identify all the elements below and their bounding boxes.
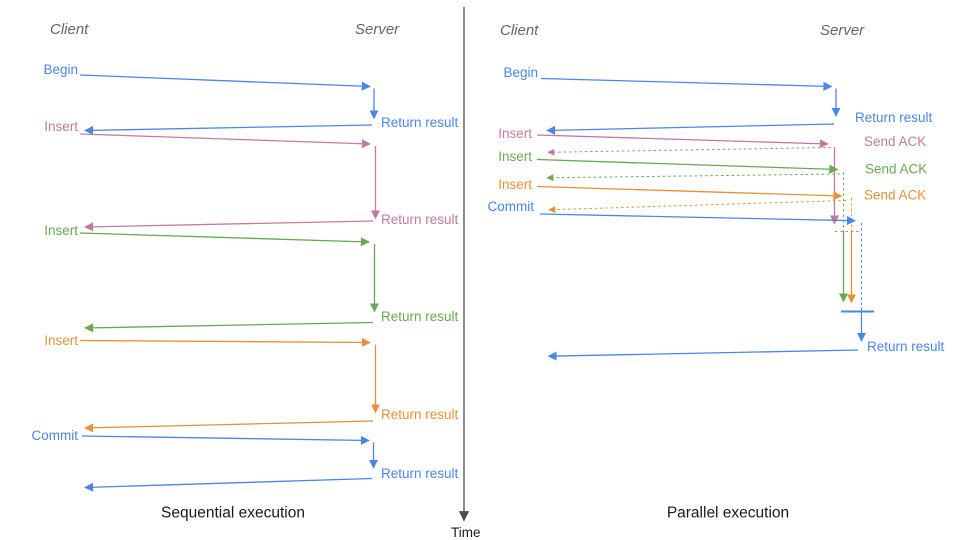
op-insert1-ack-return-arrow (547, 147, 832, 156)
op-insert3-request-arrow (79, 337, 371, 347)
op-insert3-return-arrow (84, 420, 374, 433)
sequential-panel: Client Server Begin Return result Insert… (32, 21, 459, 522)
time-axis: Time (451, 7, 481, 540)
parallel-panel: Client Server Begin Return result Insert… (488, 22, 945, 522)
op-insert3-ack-return-arrow (548, 200, 847, 214)
op-insert1-response-label: Return result (381, 212, 459, 227)
op-insert3-request-arrow (536, 185, 843, 201)
op-begin-request-arrow (79, 74, 371, 91)
op-commit-label: Commit (32, 428, 79, 443)
op-insert3-label: Insert (498, 177, 532, 192)
op-commit-label: Commit (488, 199, 535, 214)
client-column-header: Client (500, 22, 539, 39)
op-commit-request-arrow (81, 435, 370, 445)
op-commit-return-arrow (84, 477, 373, 492)
op-insert1-label: Insert (44, 119, 78, 134)
op-commit-response-label: Return result (381, 466, 459, 481)
op-insert3-ack-label: Send ACK (864, 188, 926, 203)
server-column-header: Server (355, 21, 400, 38)
op-commit-request-arrow (539, 213, 856, 226)
op-insert2-return-arrow (84, 321, 374, 333)
op-begin-response-label: Return result (855, 110, 933, 125)
parallel-title: Parallel execution (667, 505, 789, 522)
op-insert2-request-arrow (536, 158, 839, 174)
final-response-label: Return result (867, 339, 945, 354)
sequential-title: Sequential execution (161, 505, 305, 522)
op-insert1-request-arrow (79, 133, 371, 149)
client-column-header: Client (50, 21, 89, 38)
op-insert2-ack-label: Send ACK (865, 162, 927, 177)
op-insert2-label: Insert (44, 223, 78, 238)
op-insert1-ack-label: Send ACK (864, 134, 926, 149)
op-insert2-ack-return-arrow (546, 173, 841, 182)
op-begin-return-arrow (546, 123, 835, 135)
op-insert2-request-arrow (79, 232, 370, 247)
op-insert1-request-arrow (536, 134, 829, 149)
op-insert2-response-label: Return result (381, 309, 459, 324)
op-insert3-response-label: Return result (381, 407, 459, 422)
server-column-header: Server (820, 22, 865, 39)
op-begin-label: Begin (503, 65, 538, 80)
op-begin-return-arrow (84, 124, 373, 135)
op-insert1-label: Insert (498, 126, 532, 141)
op-insert2-label: Insert (498, 149, 532, 164)
final-return-arrow (547, 349, 859, 361)
op-begin-response-label: Return result (381, 115, 459, 130)
op-insert3-label: Insert (44, 333, 78, 348)
op-begin-request-arrow (540, 77, 833, 91)
op-insert1-return-arrow (84, 220, 374, 232)
op-begin-label: Begin (43, 62, 78, 77)
time-axis-label: Time (451, 525, 481, 540)
